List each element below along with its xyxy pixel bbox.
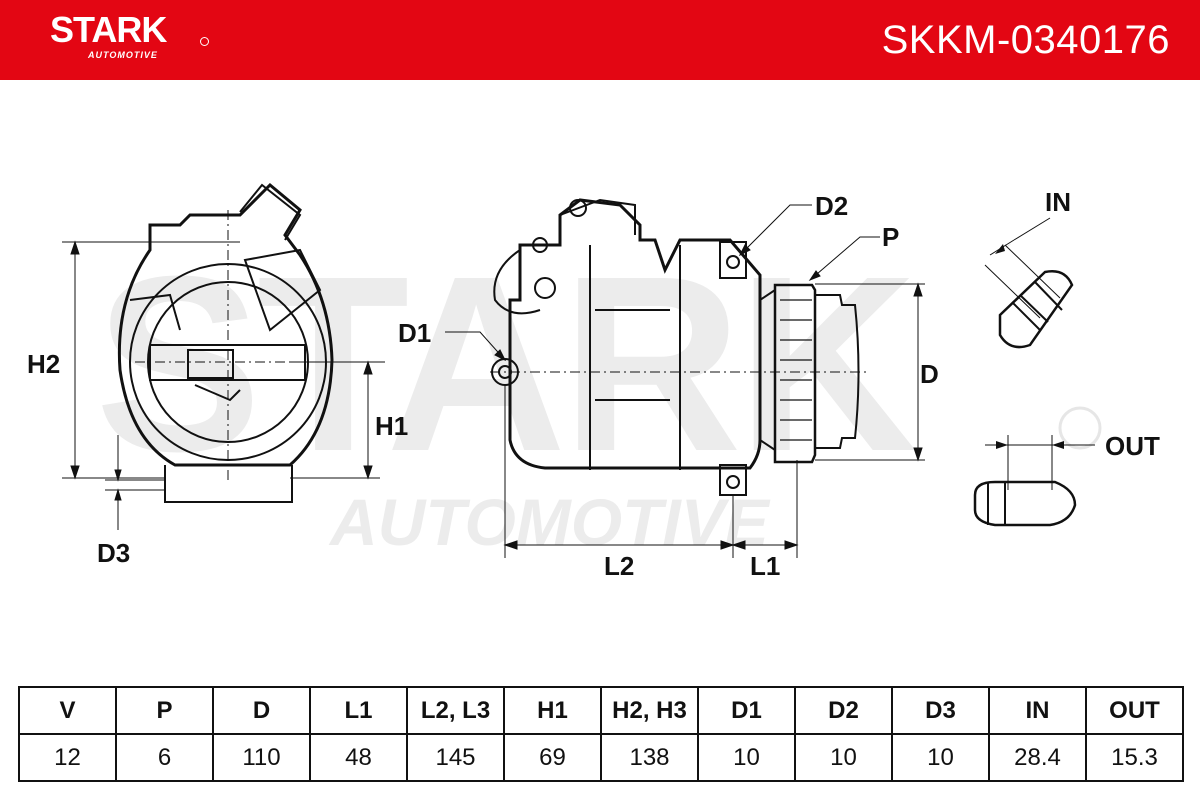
- side-view: [490, 198, 870, 496]
- drawing-canvas: STARK AUTOMOTIVE: [62, 182, 1102, 559]
- spec-header: D3: [891, 686, 990, 735]
- brand-logo: STARK AUTOMOTIVE: [50, 9, 167, 61]
- label-d3: D3: [97, 538, 131, 568]
- label-h2: H2: [27, 349, 61, 379]
- spec-value: 12: [18, 733, 117, 782]
- spec-header: OUT: [1085, 686, 1184, 735]
- label-in: IN: [1045, 187, 1071, 217]
- specs-table: V P D L1 L2, L3 H1 H2, H3 D1 D2 D3 IN OU…: [18, 686, 1184, 782]
- brand-subtitle: AUTOMOTIVE: [88, 50, 158, 60]
- spec-value: 48: [309, 733, 408, 782]
- spec-value: 28.4: [988, 733, 1087, 782]
- label-p: P: [882, 222, 900, 252]
- spec-header: IN: [988, 686, 1087, 735]
- label-out: OUT: [1105, 431, 1160, 461]
- spec-value: 145: [406, 733, 505, 782]
- technical-drawing: STARK AUTOMOTIVE: [0, 80, 1200, 680]
- part-number: SKKM-0340176: [881, 18, 1170, 62]
- spec-header: P: [115, 686, 214, 735]
- h1-dimension: [290, 360, 380, 480]
- out-fitting: [973, 435, 1095, 527]
- label-d1: D1: [398, 318, 432, 348]
- label-l2: L2: [604, 551, 635, 581]
- spec-value: 69: [503, 733, 602, 782]
- watermark-automotive: AUTOMOTIVE: [328, 485, 771, 559]
- label-l1: L1: [750, 551, 781, 581]
- spec-header: D: [212, 686, 311, 735]
- specs-value-row: 12 6 110 48 145 69 138 10 10 10 28.4 15.…: [18, 733, 1184, 782]
- brand-name: STARK: [50, 9, 167, 50]
- specs-header-row: V P D L1 L2, L3 H1 H2, H3 D1 D2 D3 IN OU…: [18, 686, 1184, 735]
- spec-header: D1: [697, 686, 796, 735]
- d1-leader: [445, 331, 507, 362]
- header-bar: STARK AUTOMOTIVE SKKM-0340176: [0, 0, 1200, 80]
- l-dimensions: [503, 385, 799, 558]
- spec-value: 15.3: [1085, 733, 1184, 782]
- spec-header: H1: [503, 686, 602, 735]
- spec-value: 138: [600, 733, 699, 782]
- d3-dimension: [105, 435, 165, 530]
- registered-mark-icon: [200, 37, 209, 46]
- watermark-registered-icon: [1058, 406, 1102, 450]
- d-dimension: [815, 282, 925, 462]
- label-h1: H1: [375, 411, 409, 441]
- spec-value: 6: [115, 733, 214, 782]
- d2-leader: [738, 204, 812, 257]
- h2-dimension: [62, 240, 240, 480]
- spec-header: L2, L3: [406, 686, 505, 735]
- spec-header: H2, H3: [600, 686, 699, 735]
- spec-value: 10: [697, 733, 796, 782]
- label-d2: D2: [815, 191, 849, 221]
- spec-header: L1: [309, 686, 408, 735]
- spec-header: V: [18, 686, 117, 735]
- spec-value: 10: [794, 733, 893, 782]
- spec-value: 110: [212, 733, 311, 782]
- in-fitting: [984, 217, 1074, 349]
- spec-value: 10: [891, 733, 990, 782]
- label-d: D: [920, 359, 939, 389]
- p-leader: [808, 236, 880, 282]
- spec-header: D2: [794, 686, 893, 735]
